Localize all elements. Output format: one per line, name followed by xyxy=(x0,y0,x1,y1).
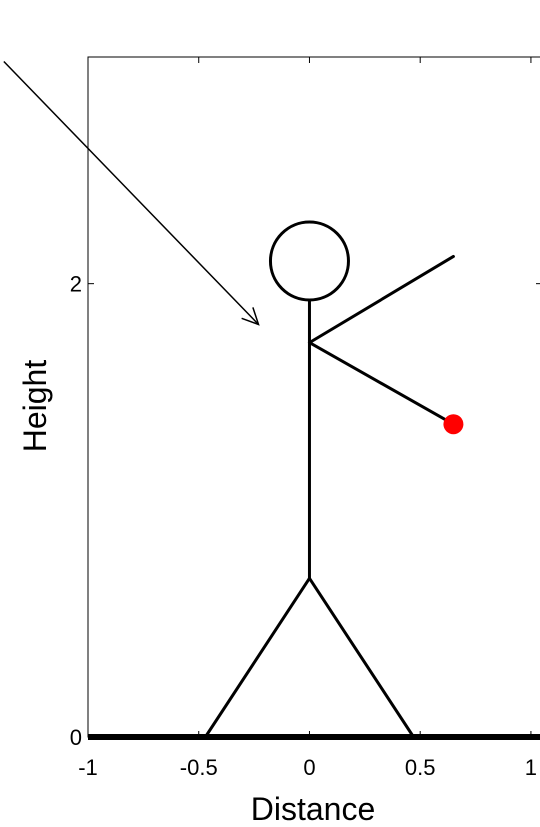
right-leg-line xyxy=(307,576,416,739)
x-ticks: -1 -0.5 0 0.5 1 xyxy=(78,57,537,780)
x-tick-label: -1 xyxy=(78,755,98,780)
upper-arm-line xyxy=(307,254,455,345)
y-axis-label: Height xyxy=(17,360,53,453)
figure-layer xyxy=(3,61,540,740)
x-tick-label: 0.5 xyxy=(405,755,436,780)
x-tick-label: 0 xyxy=(303,755,315,780)
x-tick-label: 1 xyxy=(525,755,537,780)
y-tick-label: 0 xyxy=(70,725,82,750)
plot-frame xyxy=(87,56,540,738)
y-ticks: 02 xyxy=(70,272,540,750)
head-circle xyxy=(268,220,350,302)
y-tick-label: 2 xyxy=(70,272,82,297)
arrow-shaft xyxy=(3,61,260,325)
x-tick-label: -0.5 xyxy=(180,755,218,780)
left-leg-line xyxy=(203,576,311,739)
lower-arm-line xyxy=(307,341,455,426)
x-axis-label: Distance xyxy=(251,791,376,827)
red-ball xyxy=(443,414,464,435)
arrow-head xyxy=(241,307,260,326)
